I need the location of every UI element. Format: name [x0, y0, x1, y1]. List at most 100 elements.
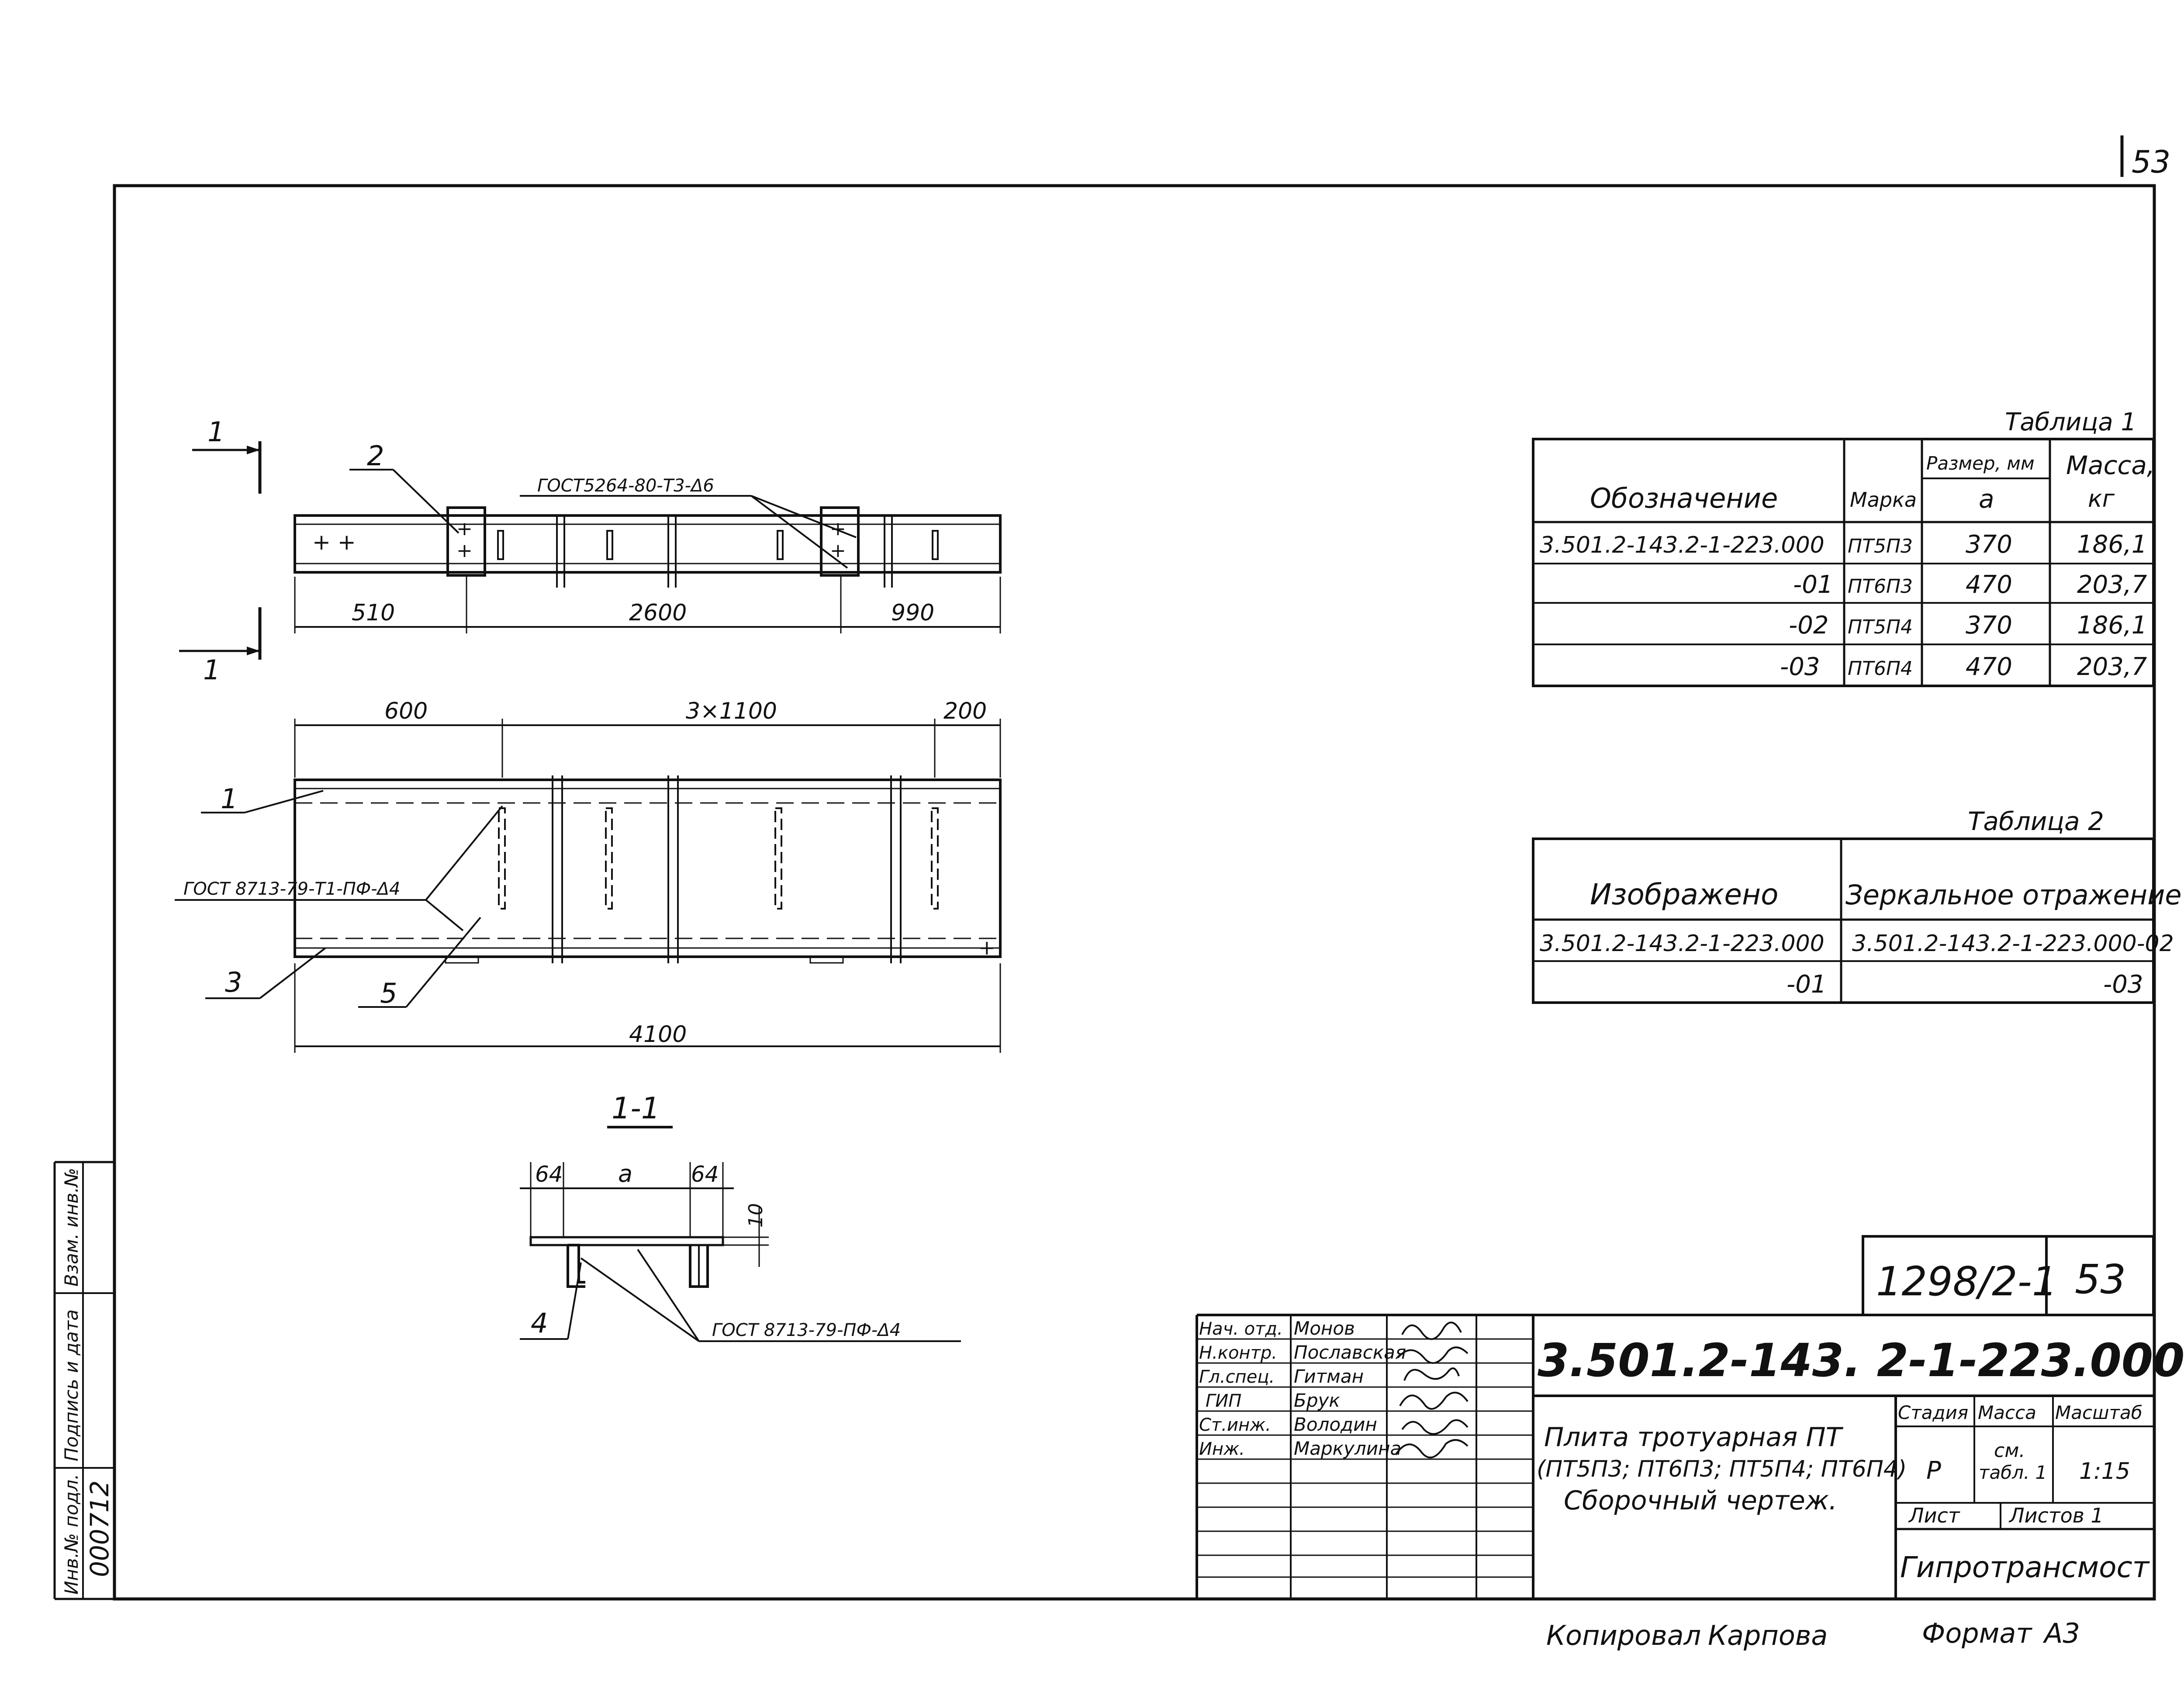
table2-row1-mirror: 3.501.2-143.2-1-223.000-02 [1852, 931, 2174, 957]
col-header-stage: Стадия [1898, 1402, 1968, 1423]
table1-row2-mark: ПТ6П3 [1848, 575, 1913, 598]
sheet-number: 53 [2132, 144, 2170, 180]
dim-510: 510 [352, 600, 395, 626]
table-2: Таблица 2 Изображено Зеркальное отражени… [1532, 806, 2182, 1004]
side-label-replace: Взам. инв.№ [61, 1168, 82, 1287]
dim-4100: 4100 [629, 1021, 687, 1048]
title-line-2: (ПТ5П3; ПТ6П3; ПТ5П4; ПТ6П4) [1537, 1456, 1907, 1482]
table1-header-designation: Обозначение [1590, 482, 1778, 514]
staff-name-3: Гитман [1294, 1366, 1364, 1387]
table1-row4-mass: 203,7 [2077, 653, 2147, 681]
staff-role-2: Н.контр. [1199, 1343, 1277, 1363]
staff-name-4: Брук [1294, 1390, 1340, 1411]
album-code: 1298/2-1 [1876, 1258, 2057, 1305]
staff-name-2: Пославская [1294, 1342, 1406, 1363]
staff-role-3: Гл.спец. [1199, 1367, 1275, 1387]
stage-value: Р [1926, 1457, 1941, 1485]
staff-name-5: Володин [1294, 1414, 1377, 1435]
section-marker-top: 1 [207, 416, 225, 448]
table1-row3-mark: ПТ5П4 [1848, 616, 1913, 638]
callout-5: 5 [380, 977, 397, 1009]
table1-row2-size: 470 [1966, 571, 2012, 599]
album-page: 53 [2075, 1256, 2126, 1303]
title-line-3: Сборочный чертеж. [1564, 1485, 1837, 1516]
table1-row4-mark: ПТ6П4 [1848, 657, 1913, 680]
callout-4: 4 [531, 1307, 548, 1339]
side-label-sign: Подпись и дата [61, 1309, 82, 1461]
title-line-1: Плита тротуарная ПТ [1544, 1422, 1844, 1453]
dim-990: 990 [891, 600, 934, 626]
side-inv-number: 000712 [85, 1481, 114, 1577]
section-view: 1-1 64 a 64 10 4 ГОСТ 8713-79-ПФ-Δ4 [520, 1091, 961, 1342]
weld-note-plan: ГОСТ 8713-79-Т1-ПФ-Δ4 [183, 879, 400, 899]
table2-caption: Таблица 2 [1968, 806, 2104, 836]
footer-copied: Копировал [1546, 1619, 1701, 1651]
sheet-label: Лист [1908, 1504, 1960, 1527]
mass-line-2: табл. 1 [1979, 1462, 2047, 1483]
table-1: Таблица 1 Обозначение Марка Размер, мм a… [1532, 408, 2155, 687]
staff-role-1: Нач. отд. [1199, 1319, 1283, 1339]
section-dim-height: 10 [745, 1203, 767, 1228]
table2-row1-shown: 3.501.2-143.2-1-223.000 [1540, 931, 1825, 957]
table1-header-size-sub: a [1979, 484, 1994, 514]
side-stamp: Инв.№ подл. Подпись и дата Взам. инв.№ 0… [53, 1161, 114, 1600]
table1-header-mass-sub: кг [2088, 485, 2115, 512]
table1-row4-size: 470 [1966, 653, 2012, 681]
section-title: 1-1 [612, 1091, 660, 1126]
callout-3: 3 [225, 966, 242, 998]
table1-caption: Таблица 1 [2005, 408, 2136, 436]
staff-role-4: ГИП [1206, 1391, 1241, 1411]
plan-view: 600 3×1100 200 + 1 ГОСТ 8713-79-Т1-ПФ-Δ4… [175, 698, 1002, 1053]
section-marker-bottom: 1 [203, 654, 220, 686]
staff-name-6: Маркулина [1294, 1438, 1401, 1459]
footer-format-label: Формат [1922, 1617, 2032, 1649]
weld-note-top: ГОСТ5264-80-Т3-Δ6 [537, 476, 714, 496]
staff-role-6: Инж. [1199, 1439, 1245, 1459]
svg-text:+: + [456, 518, 473, 540]
organization: Гипротрансмост [1900, 1550, 2150, 1584]
table1-row1-designation: 3.501.2-143.2-1-223.000 [1540, 532, 1825, 558]
svg-text:+: + [456, 540, 473, 562]
section-dim-left: 64 [535, 1162, 563, 1187]
table1-row4-designation: -03 [1780, 653, 1820, 681]
table1-row2-designation: -01 [1793, 571, 1833, 599]
table1-row2-mass: 203,7 [2077, 571, 2147, 599]
footer-copier: Карпова [1708, 1619, 1828, 1651]
col-header-scale: Масштаб [2055, 1402, 2143, 1423]
section-dim-right: 64 [691, 1162, 719, 1187]
table2-header-mirror: Зеркальное отражение [1845, 879, 2182, 911]
table1-header-size: Размер, мм [1926, 453, 2035, 474]
table1-row1-size: 370 [1966, 530, 2012, 559]
dim-600: 600 [384, 698, 428, 724]
table1-row3-designation: -02 [1789, 611, 1828, 640]
staff-role-5: Ст.инж. [1199, 1415, 1271, 1435]
weld-note-section: ГОСТ 8713-79-ПФ-Δ4 [712, 1320, 901, 1340]
scale-value: 1:15 [2079, 1458, 2130, 1484]
sheets-label: Листов 1 [2008, 1504, 2104, 1527]
table2-row2-mirror: -03 [2103, 970, 2143, 999]
svg-text:+ +: + + [312, 529, 356, 555]
callout-1: 1 [221, 783, 238, 815]
mass-line-1: см. [1994, 1439, 2025, 1462]
signatures [1395, 1322, 1469, 1459]
col-header-mass: Масса [1978, 1402, 2036, 1423]
section-dim-mid: a [618, 1160, 632, 1187]
staff-name-1: Монов [1294, 1318, 1355, 1339]
title-block: 1298/2-1 53 Нач. отд. Монов Н.контр. Пос… [1196, 1235, 2184, 1599]
svg-text:+: + [978, 936, 995, 959]
dim-200: 200 [943, 698, 987, 724]
elevation-view: 1 1 + + + + + + 2 ГОСТ5264-80-Т3-Δ6 [179, 416, 1002, 686]
footer: Копировал Карпова Формат А3 [1546, 1617, 2080, 1651]
dim-2600: 2600 [629, 600, 687, 626]
dim-3x1100: 3×1100 [686, 698, 777, 724]
table1-row3-mass: 186,1 [2077, 611, 2147, 640]
callout-2: 2 [367, 440, 384, 472]
svg-text:+: + [830, 540, 846, 562]
table1-row3-size: 370 [1966, 611, 2012, 640]
table2-row2-shown: -01 [1787, 970, 1826, 999]
table1-header-mark: Марка [1850, 488, 1917, 512]
document-code: 3.501.2-143. 2-1-223.000СБ [1538, 1334, 2184, 1387]
table2-header-shown: Изображено [1590, 878, 1778, 911]
table1-row1-mass: 186,1 [2077, 530, 2147, 559]
